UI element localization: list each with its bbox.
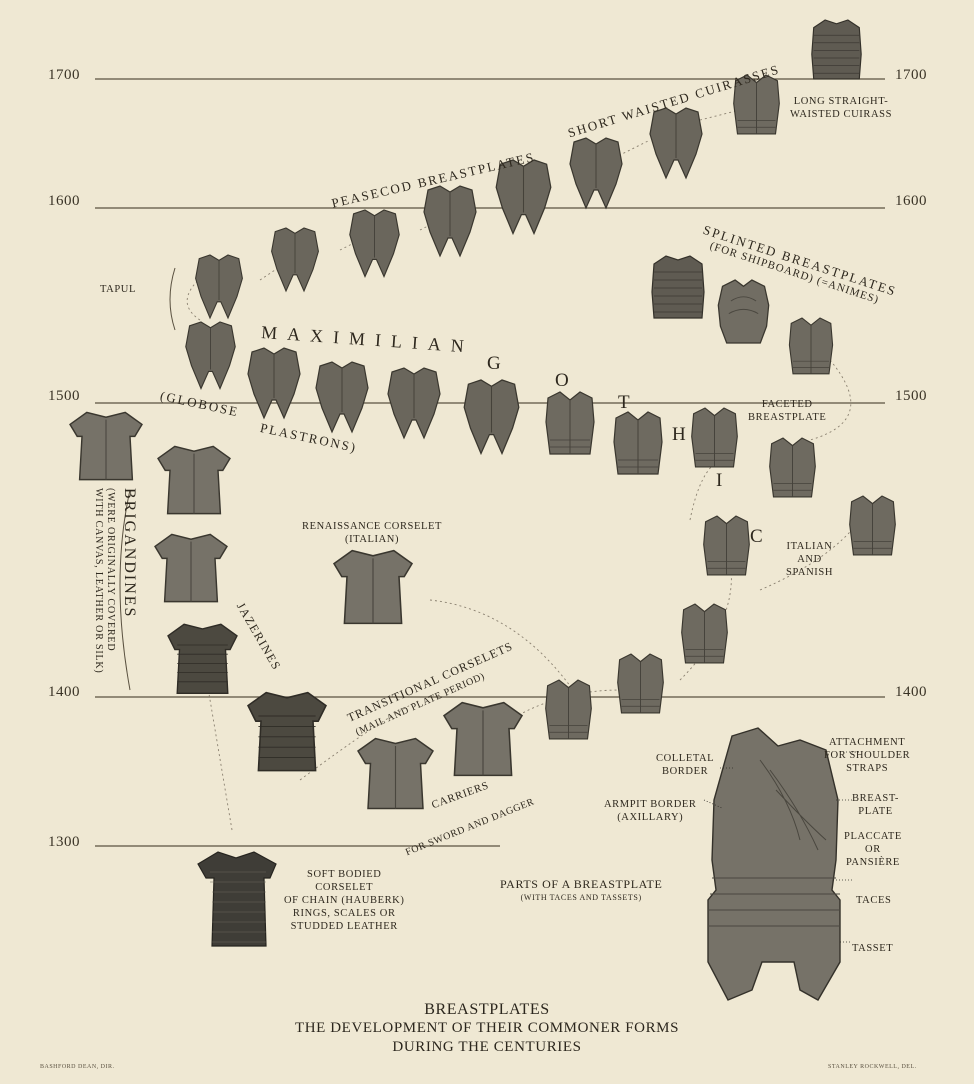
label-attachment: ATTACHMENT FOR SHOULDER STRAPS xyxy=(824,736,910,775)
year-label-right-1500: 1500 xyxy=(895,388,927,405)
title-sub-1: THE DEVELOPMENT OF THEIR COMMONER FORMS xyxy=(0,1019,974,1038)
year-label-right-1700: 1700 xyxy=(895,67,927,84)
label-tapul: TAPUL xyxy=(100,283,136,296)
label-tasset: TASSET xyxy=(852,942,893,955)
label-long-straight: LONG STRAIGHT- WAISTED CUIRASS xyxy=(790,95,892,121)
label-gothic-g: G xyxy=(487,353,501,375)
year-label-left-1300: 1300 xyxy=(48,834,80,851)
label-brig-note-1: (WERE ORIGINALLY COVERED xyxy=(105,488,116,651)
label-gothic-t: T xyxy=(618,392,630,414)
label-soft-bodied: SOFT BODIED CORSELET OF CHAIN (HAUBERK) … xyxy=(284,868,404,933)
credit-right: STANLEY ROCKWELL, DEL. xyxy=(828,1064,917,1070)
label-gothic-h: H xyxy=(672,424,686,446)
title-main: BREASTPLATES xyxy=(0,1000,974,1019)
label-breastplate-part: BREAST- PLATE xyxy=(852,792,899,818)
label-renaissance: RENAISSANCE CORSELET (ITALIAN) xyxy=(302,520,442,546)
label-gothic-c: C xyxy=(750,526,763,548)
title-sub-2: DURING THE CENTURIES xyxy=(0,1038,974,1057)
credit-left: BASHFORD DEAN, DIR. xyxy=(40,1064,115,1070)
year-label-right-1400: 1400 xyxy=(895,684,927,701)
label-parts-of-breastplate: PARTS OF A BREASTPLATE (WITH TACES AND T… xyxy=(500,878,662,904)
year-label-left-1600: 1600 xyxy=(48,193,80,210)
plates-1600s xyxy=(196,20,862,318)
label-gothic-o: O xyxy=(555,370,569,392)
plates-1500s xyxy=(186,322,896,739)
plate-title: BREASTPLATES THE DEVELOPMENT OF THEIR CO… xyxy=(0,1000,974,1057)
label-armpit-border: ARMPIT BORDER (AXILLARY) xyxy=(604,798,697,824)
year-label-left-1700: 1700 xyxy=(48,67,80,84)
label-gothic-i: I xyxy=(716,470,722,492)
label-italian-spanish: ITALIAN AND SPANISH xyxy=(786,540,833,579)
year-label-left-1500: 1500 xyxy=(48,388,80,405)
label-brig-note-2: WITH CANVAS, LEATHER OR SILK) xyxy=(93,488,104,674)
year-label-left-1400: 1400 xyxy=(48,684,80,701)
label-brigandines: BRIGANDINES xyxy=(120,488,138,618)
label-colletal-border: COLLETAL BORDER xyxy=(656,752,714,778)
label-taces: TACES xyxy=(856,894,891,907)
label-faceted: FACETED BREASTPLATE xyxy=(748,398,826,424)
plate-soft-corselet xyxy=(198,852,276,946)
label-placcate: PLACCATE OR PANSIÈRE xyxy=(844,830,902,869)
year-label-right-1600: 1600 xyxy=(895,193,927,210)
